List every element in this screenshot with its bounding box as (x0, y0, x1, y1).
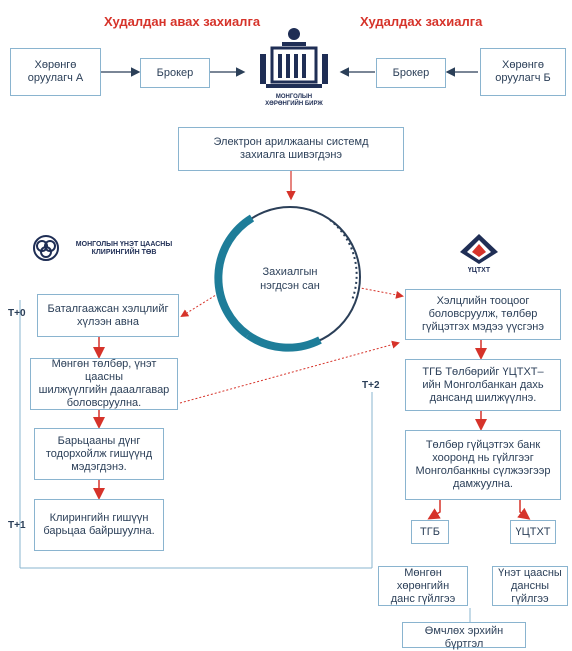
mse-logo-caption: МОНГОЛЫН ХӨРӨНГИЙН БИРЖ (265, 94, 323, 107)
arrow-split-right (517, 500, 531, 520)
investor-a-box: Хөрөнгө оруулагч А (10, 48, 101, 96)
investor-b-box: Хөрөнгө оруулагч Б (480, 48, 566, 96)
time-label-t1: T+1 (8, 520, 26, 531)
left-flow-step-1: Баталгаажсан хэлцлийг хүлээн авна (37, 294, 179, 337)
broker-left-box: Брокер (140, 58, 210, 88)
split-tgb-box: ТГБ (411, 520, 449, 544)
right-flow-step-1: Хэлцлийн тооцоог боловсруулж, төлбөр гүй… (405, 289, 561, 340)
time-label-t2: T+2 (362, 380, 380, 391)
arrow-split-left (427, 500, 441, 520)
mse-building-icon (260, 28, 328, 88)
broker-right-box: Брокер (376, 58, 446, 88)
securities-account-box: Үнэт цаасны дансны гүйлгээ (492, 566, 568, 606)
clearing-house-caption: МОНГОЛЫН ҮНЭТ ЦААСНЫ КЛИРИНГИЙН ТӨВ (75, 241, 173, 256)
sell-order-title: Худалдах захиалга (360, 14, 483, 29)
mse-logo: МОНГОЛЫН ХӨРӨНГИЙН БИРЖ (246, 24, 342, 112)
left-flow-step-2: Мөнгөн төлбөр, үнэт цаасны шилжүүлгийн д… (30, 358, 178, 410)
ownership-registration-box: Өмчлөх эрхийн бүртгэл (402, 622, 526, 650)
sdc-caption: ҮЦТХТ (467, 267, 491, 274)
sdc-logo: ҮЦТХТ (458, 232, 500, 276)
split-sdc-box: ҮЦТХТ (510, 520, 556, 544)
arrow-left-to-right (179, 340, 400, 404)
cash-account-box: Мөнгөн хөрөнгийн данс гүйлгээ (378, 566, 468, 606)
time-label-t0: T+0 (8, 308, 26, 319)
trading-system-box: Электрон арилжааны системд захиалга шивэ… (178, 127, 404, 171)
buy-order-title: Худалдан авах захиалга (104, 14, 261, 29)
order-pool-label: Захиалгын нэгдсэн сан (260, 266, 320, 292)
right-flow-step-3: Төлбөр гүйцэтгэх банк хооронд нь гүйлгээ… (405, 430, 561, 500)
clearing-house-logo: МОНГОЛЫН ҮНЭТ ЦААСНЫ КЛИРИНГИЙН ТӨВ (32, 234, 192, 264)
left-flow-step-4: Клирингийн гишүүн барьцаа байршуулна. (34, 499, 164, 551)
clearing-house-icon (33, 235, 59, 261)
right-flow-step-2: ТГБ Төлбөрийг ҮЦТХТ– ийн Монголбанкан да… (405, 359, 561, 411)
sdc-diamond-icon (460, 234, 498, 264)
left-flow-step-3: Барьцааны дүнг тодорхойлж гишүүнд мэдэгд… (34, 428, 164, 480)
